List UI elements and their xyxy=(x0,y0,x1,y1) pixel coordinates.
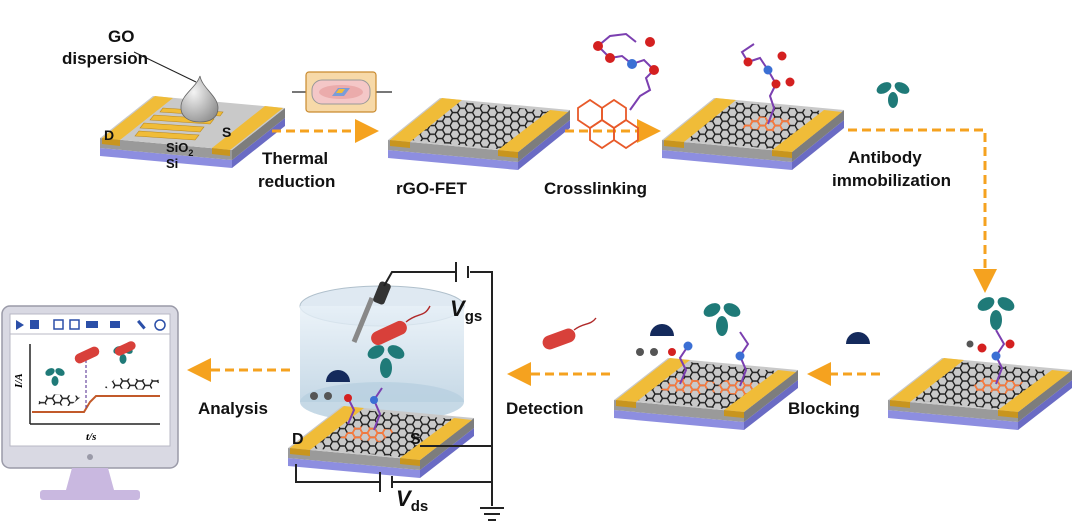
crosslinker-molecule-icon xyxy=(577,32,659,150)
blocker-icon xyxy=(846,332,870,344)
x-axis-label: t/s xyxy=(86,431,96,443)
go-label-line2: dispersion xyxy=(62,49,148,68)
go-pointer-line xyxy=(133,51,197,83)
source-label-detection: S xyxy=(410,431,421,448)
device-rgo-fet xyxy=(388,98,570,170)
monitor-toolbar xyxy=(16,319,166,331)
drain-label: D xyxy=(104,127,114,143)
detection-label: Detection xyxy=(506,399,583,418)
go-droplet xyxy=(180,75,219,123)
device-blocked xyxy=(614,303,798,430)
antibody-icon xyxy=(876,82,910,108)
monitor-icon: I/A t/s xyxy=(1,305,179,500)
analysis-label: Analysis xyxy=(198,399,268,418)
furnace-icon xyxy=(292,71,392,113)
blocking-label: Blocking xyxy=(788,399,860,418)
si-label: Si xyxy=(166,156,178,171)
antibody-label-line2: immobilization xyxy=(832,171,951,190)
y-axis-label: I/A xyxy=(13,373,25,389)
arrow-antibody-immobilization xyxy=(848,128,997,293)
crosslinking-label: Crosslinking xyxy=(544,179,647,198)
source-label: S xyxy=(222,124,231,140)
drain-electrode xyxy=(390,98,462,142)
device-antibody-immobilized xyxy=(888,297,1072,430)
response-curve xyxy=(32,395,160,413)
vds-label: Vds xyxy=(396,486,428,515)
drain-electrode xyxy=(102,96,173,140)
bacterium-icon xyxy=(542,317,597,350)
thermal-label-line2: reduction xyxy=(258,172,335,191)
device-go-dispersion: GO dispersion D S SiO2 Si xyxy=(62,27,285,171)
sio2-label: SiO2 xyxy=(166,140,193,158)
source-electrode xyxy=(212,106,283,150)
thermal-label-line1: Thermal xyxy=(262,149,328,168)
source-electrode xyxy=(498,110,568,152)
rgo-fet-label: rGO-FET xyxy=(396,179,467,198)
drain-label-detection: D xyxy=(292,431,304,448)
device-crosslinked xyxy=(662,43,844,170)
circuit-wiring xyxy=(295,262,504,521)
go-label-line1: GO xyxy=(108,27,134,46)
antibody-label-line1: Antibody xyxy=(848,148,922,167)
vgs-label: Vgs xyxy=(450,296,482,325)
device-detection-setup xyxy=(288,281,474,478)
